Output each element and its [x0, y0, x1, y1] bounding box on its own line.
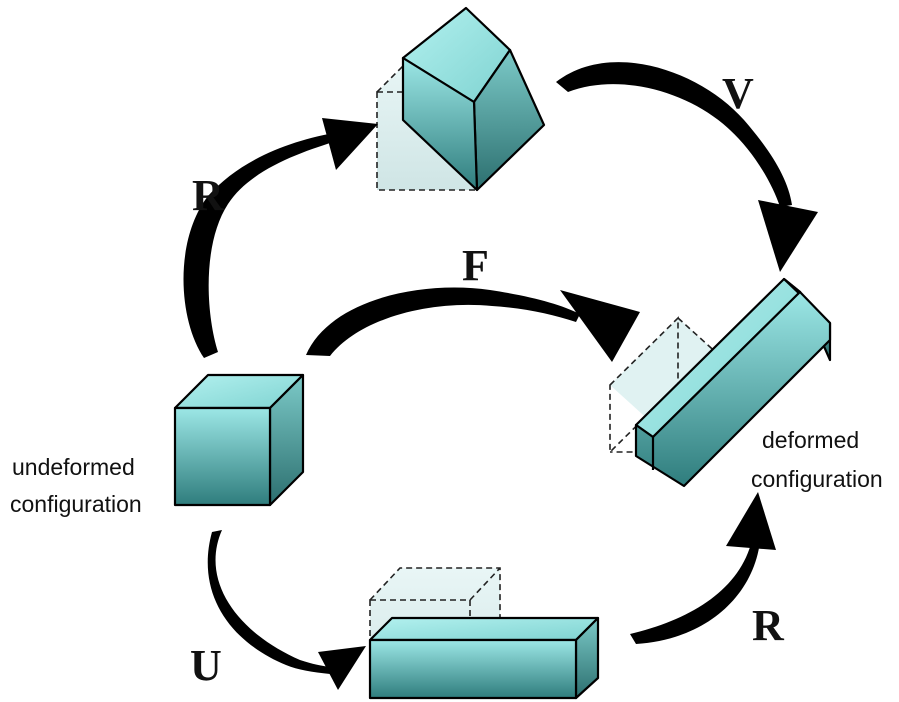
- stretched-bar-ghost-edge: [469, 567, 501, 601]
- undeformed-cube-front: [173, 406, 272, 507]
- arrow-R-top: [183, 118, 378, 358]
- undeformed-cube: [173, 373, 305, 507]
- undeformed-label-line1: undeformed: [12, 454, 135, 480]
- deformed-label-line1: deformed: [762, 427, 859, 453]
- arrow-V-head: [758, 200, 818, 272]
- arrow-R-bottom-head: [726, 492, 776, 550]
- label-F: F: [462, 241, 489, 290]
- arrow-U-body: [207, 530, 330, 674]
- label-U: U: [190, 641, 222, 690]
- arrow-V-body: [556, 62, 792, 207]
- stretched-bar-top: [368, 616, 600, 642]
- arrow-U-head: [318, 646, 366, 690]
- stretched-bar-front: [368, 638, 578, 700]
- arrow-U: [207, 530, 366, 690]
- arrow-R-top-body: [183, 132, 340, 358]
- label-R-top: R: [192, 171, 225, 220]
- arrow-F-body: [306, 287, 580, 356]
- arrow-R-bottom: [630, 492, 776, 644]
- rotated-cube-face-left: [401, 56, 479, 192]
- deformed-bar: [609, 277, 832, 488]
- arrow-F: [306, 287, 640, 362]
- deformed-bar-front: [634, 290, 832, 488]
- deformed-label-line2: configuration: [751, 466, 883, 492]
- rotated-cube-ghost-front: [376, 91, 478, 191]
- label-R-bottom: R: [752, 601, 785, 650]
- undeformed-label-line2: configuration: [10, 491, 142, 517]
- stretched-bar-ghost-back: [369, 567, 501, 665]
- arrow-F-head: [560, 290, 640, 362]
- arrow-R-bottom-body: [630, 540, 760, 644]
- arrow-V: [556, 62, 818, 272]
- rotated-cube: [376, 6, 546, 192]
- label-V: V: [722, 69, 754, 118]
- stretched-bar: [368, 567, 600, 700]
- arrow-R-top-head: [322, 118, 378, 170]
